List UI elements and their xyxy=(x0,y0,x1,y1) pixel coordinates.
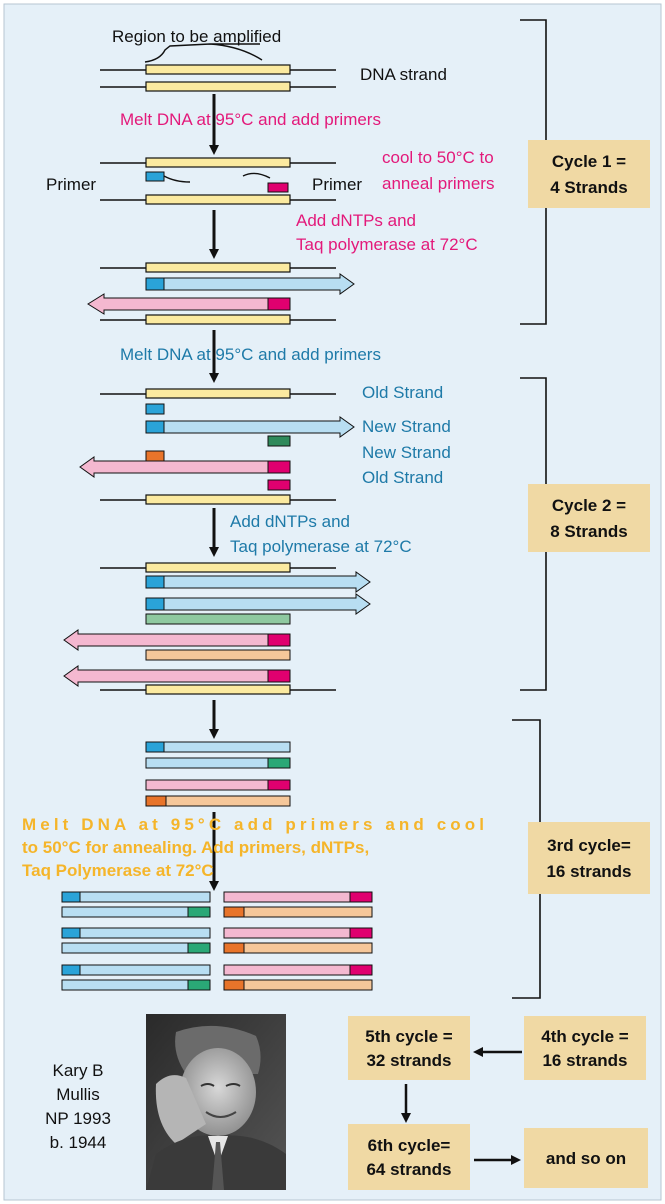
extend-step-1-line1: Add dNTPs and xyxy=(296,211,416,230)
extend-step-2-line2: Taq polymerase at 72°C xyxy=(230,537,412,556)
cycle5-line2: 32 strands xyxy=(366,1051,451,1070)
cycle2-box xyxy=(528,484,650,552)
cycle1-line1: Cycle 1 = xyxy=(552,152,626,171)
melt-step-2: Melt DNA at 95°C and add primers xyxy=(120,345,381,364)
cycle6-line1: 6th cycle= xyxy=(368,1136,451,1155)
cycle1-line2: 4 Strands xyxy=(550,178,627,197)
cycle3-line2: 16 strands xyxy=(546,862,631,881)
cool-step-line1: cool to 50°C to xyxy=(382,148,494,167)
cycle6-line2: 64 strands xyxy=(366,1160,451,1179)
new-strand-label-1: New Strand xyxy=(362,417,451,436)
cycle2-line2: 8 Strands xyxy=(550,522,627,541)
cycle4-box xyxy=(524,1016,646,1080)
person-birth: b. 1944 xyxy=(50,1133,107,1152)
cycle5-box xyxy=(348,1016,470,1080)
cycle5-line1: 5th cycle = xyxy=(365,1027,452,1046)
region-label: Region to be amplified xyxy=(112,27,281,46)
cycle3-step-line2: to 50°C for annealing. Add primers, dNTP… xyxy=(22,838,369,857)
cycle6-box xyxy=(348,1124,470,1190)
old-strand-label-1: Old Strand xyxy=(362,383,443,402)
dna-strand-label: DNA strand xyxy=(360,65,447,84)
cool-step-line2: anneal primers xyxy=(382,174,494,193)
person-name-line2: Mullis xyxy=(56,1085,99,1104)
cycle4-line1: 4th cycle = xyxy=(541,1027,628,1046)
cycle3-box xyxy=(528,822,650,894)
new-strand-label-2: New Strand xyxy=(362,443,451,462)
extend-step-1-line2: Taq polymerase at 72°C xyxy=(296,235,478,254)
cycle3-line1: 3rd cycle= xyxy=(547,836,631,855)
cycle4-line2: 16 strands xyxy=(542,1051,627,1070)
primer-label-left: Primer xyxy=(46,175,96,194)
person-name-line1: Kary B xyxy=(52,1061,103,1080)
cycle3-step-line1: Melt DNA at 95°C add primers and cool xyxy=(22,815,484,834)
cycle3-step-line3: Taq Polymerase at 72°C xyxy=(22,861,214,880)
so-on-label: and so on xyxy=(546,1149,626,1168)
extend-step-2-line1: Add dNTPs and xyxy=(230,512,350,531)
primer-label-right: Primer xyxy=(312,175,362,194)
old-strand-label-2: Old Strand xyxy=(362,468,443,487)
cycle2-line1: Cycle 2 = xyxy=(552,496,626,515)
cycle1-box xyxy=(528,140,650,208)
person-award: NP 1993 xyxy=(45,1109,111,1128)
melt-step-1: Melt DNA at 95°C and add primers xyxy=(120,110,381,129)
portrait-photo xyxy=(146,1014,286,1190)
